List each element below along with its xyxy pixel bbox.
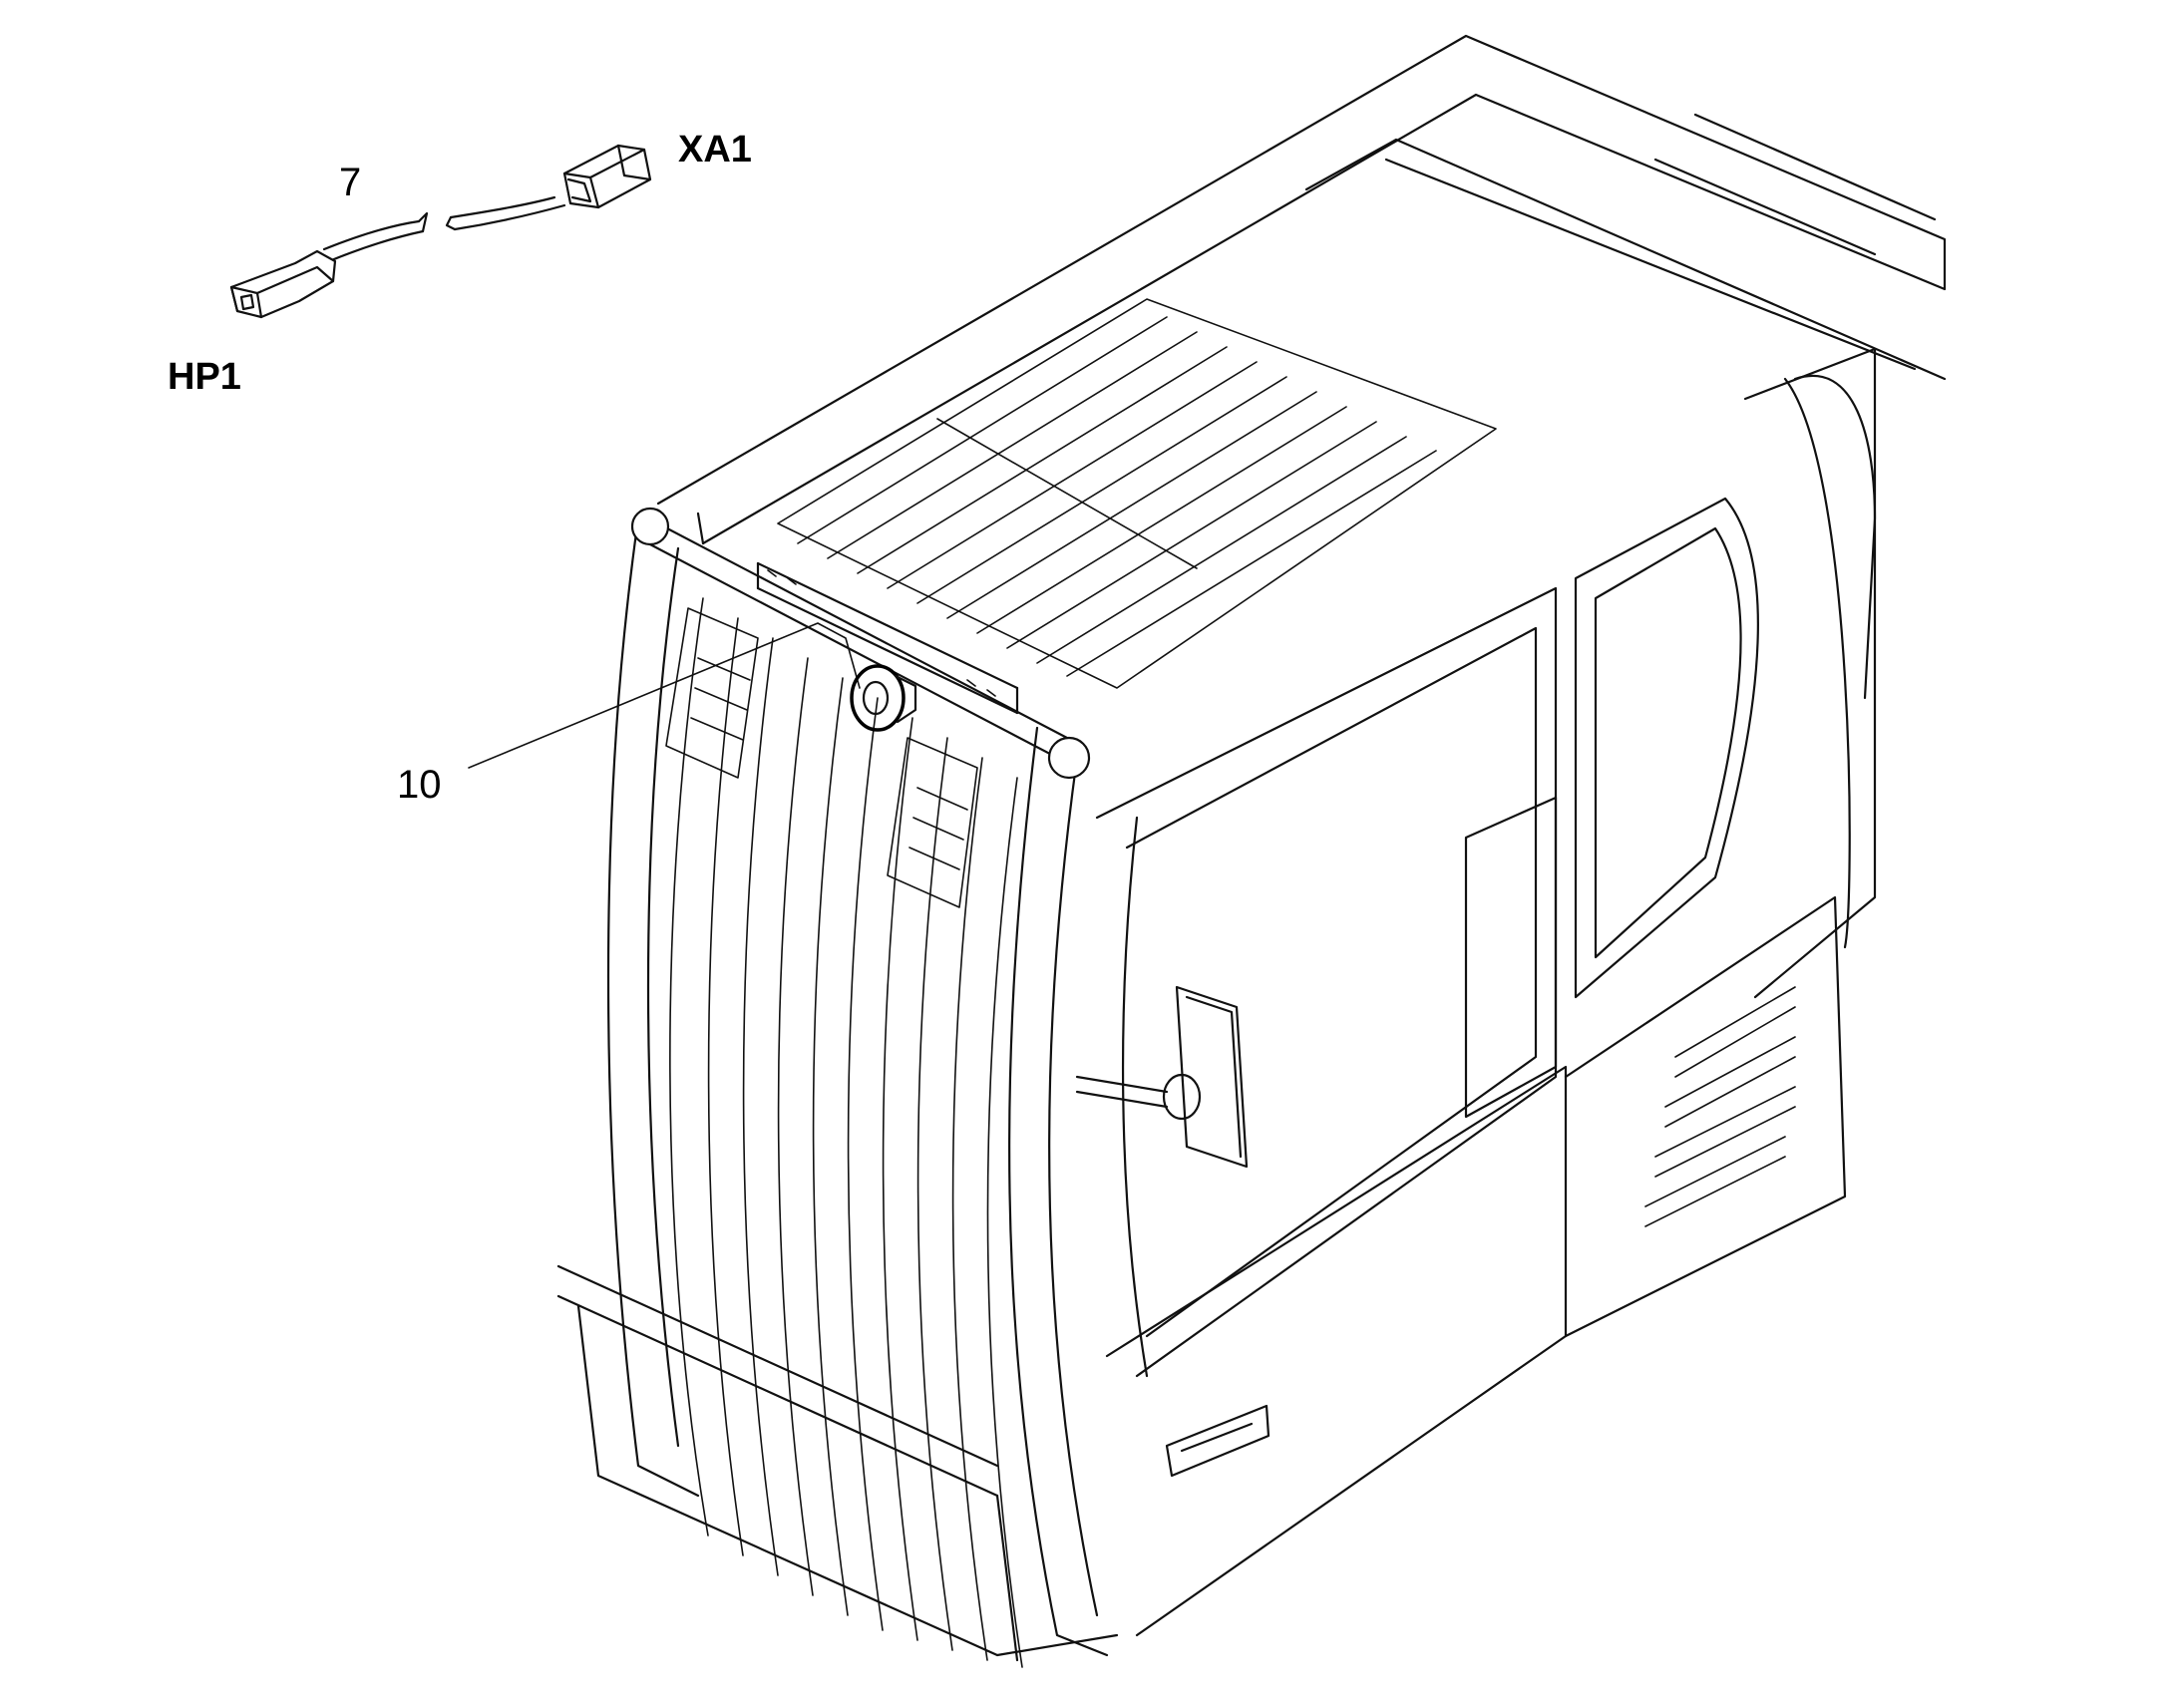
callout-horn-10: 10 [397,763,442,807]
front-vent-grilles [665,607,978,908]
connector-hp1 [229,249,337,319]
callout-hp1: HP1 [168,356,241,398]
roof-vent-slats [777,298,1497,689]
front-guard-bars [669,597,1023,1668]
horn-10 [756,561,1019,732]
callout-xa1: XA1 [678,129,752,171]
side-louvres [1644,986,1796,1227]
side-mirror [1075,985,1249,1169]
leader-line-10 [468,622,861,769]
callout-harness-7: 7 [339,161,361,204]
connector-xa1 [562,144,652,209]
operator-cab [556,34,1947,1668]
wiring-harness-7 [229,144,652,319]
